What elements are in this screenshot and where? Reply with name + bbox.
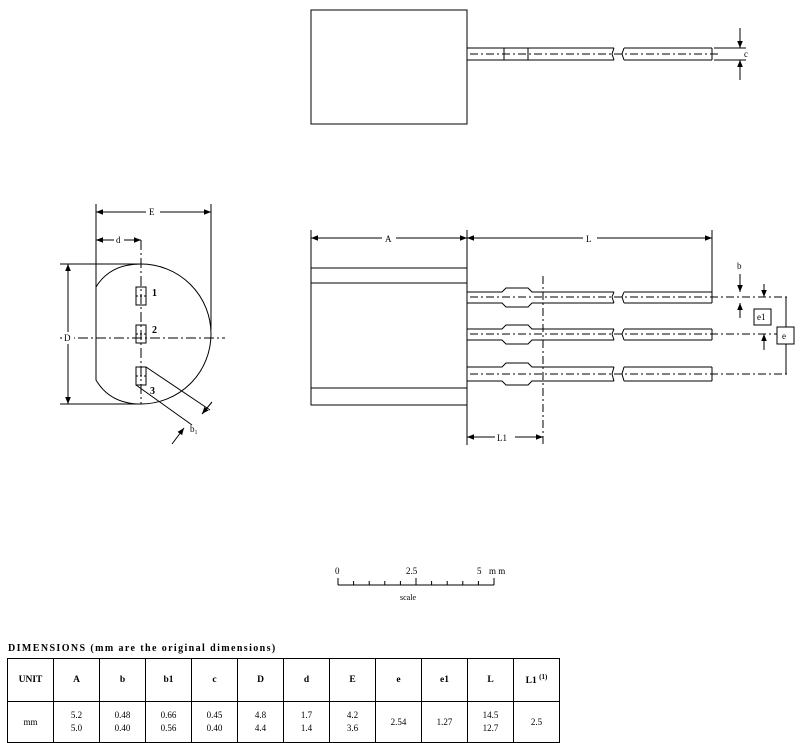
scale-caption: scale	[400, 593, 416, 602]
dimension-c	[714, 28, 746, 80]
label-L: L	[586, 234, 592, 244]
value-max: 2.5	[530, 716, 543, 727]
value-cell: 0.45 0.40	[191, 701, 238, 743]
value-min: 0.40	[114, 723, 131, 733]
value-cell: 2.5	[513, 701, 560, 743]
value-max: 2.54	[390, 716, 407, 727]
value-max: 5.2	[70, 710, 83, 720]
scale-tick-0: 0	[335, 566, 340, 576]
scale-tick-5: 5	[477, 566, 482, 576]
package-outline-drawing: c E d D b₁ 1 2 3	[60, 9, 795, 602]
value-max: 0.48	[114, 710, 131, 720]
label-pin-1: 1	[152, 288, 157, 299]
top-view-body	[310, 9, 468, 125]
header-label: b1	[163, 675, 174, 685]
label-c: c	[744, 49, 748, 59]
value-max: mm	[23, 716, 38, 727]
header-cell: e1	[421, 658, 468, 702]
label-D: D	[64, 333, 71, 343]
header-cell: L	[467, 658, 514, 702]
value-max: 0.45	[206, 710, 223, 720]
lead-1	[467, 287, 790, 308]
header-footnote: (1)	[539, 673, 548, 682]
label-e: e	[782, 331, 786, 341]
value-min: 4.4	[254, 723, 267, 733]
header-label: UNIT	[18, 675, 43, 685]
value-cell: 0.48 0.40	[99, 701, 146, 743]
value-cell: 14.5 12.7	[467, 701, 514, 743]
header-label: L1	[525, 676, 537, 687]
value-min: 3.6	[346, 723, 359, 733]
dimensions-title-sub: (mm are the original dimensions)	[90, 643, 277, 654]
side-view-body	[310, 267, 468, 406]
e1-label-box	[753, 308, 772, 326]
value-max: 14.5	[482, 710, 499, 720]
lead-3	[467, 362, 790, 386]
header-label: A	[73, 675, 80, 685]
header-label: D	[257, 675, 264, 685]
value-cell: 0.66 0.56	[145, 701, 192, 743]
label-L1: L1	[497, 433, 507, 443]
label-pin-2: 2	[152, 325, 157, 336]
value-min: 0.56	[160, 723, 177, 733]
header-cell: c	[191, 658, 238, 702]
header-cell: L1 (1)	[513, 658, 560, 702]
label-d: d	[116, 235, 121, 245]
value-cell: 1.27	[421, 701, 468, 743]
header-cell: b	[99, 658, 146, 702]
label-pin-3: 3	[150, 386, 155, 397]
header-label: E	[349, 675, 356, 685]
label-A: A	[385, 234, 392, 244]
header-label: e1	[440, 675, 449, 685]
value-max: 4.8	[254, 710, 267, 720]
header-cell: D	[237, 658, 284, 702]
header-label: c	[212, 675, 217, 685]
scale-bar	[337, 578, 495, 586]
value-min: 0.40	[206, 723, 223, 733]
header-cell: A	[53, 658, 100, 702]
header-cell: d	[283, 658, 330, 702]
end-view	[60, 204, 225, 445]
scale-unit: m m	[489, 566, 505, 576]
label-E: E	[149, 207, 155, 217]
header-cell: UNIT	[7, 658, 54, 702]
header-label: L	[487, 675, 494, 685]
value-cell: 2.54	[375, 701, 422, 743]
value-max: 1.27	[436, 716, 453, 727]
value-min: 1.4	[300, 723, 313, 733]
scale-tick-2-5: 2.5	[406, 566, 418, 576]
value-max: 4.2	[346, 710, 359, 720]
value-cell: mm	[7, 701, 54, 743]
value-max: 1.7	[300, 710, 313, 720]
header-label: e	[396, 675, 401, 685]
label-b1: b₁	[190, 424, 198, 434]
header-cell: E	[329, 658, 376, 702]
dimensions-title: DIMENSIONS (mm are the original dimensio…	[8, 643, 277, 654]
top-view	[310, 9, 746, 125]
value-min: 5.0	[70, 723, 83, 733]
header-cell: e	[375, 658, 422, 702]
e-label-box	[776, 326, 795, 345]
value-max: 0.66	[160, 710, 177, 720]
side-view	[310, 230, 790, 445]
header-label: b	[119, 675, 126, 685]
label-b: b	[737, 261, 742, 271]
header-label: d	[303, 675, 310, 685]
header-cell: b1	[145, 658, 192, 702]
lead-2	[467, 324, 790, 345]
value-min: 12.7	[482, 723, 499, 733]
label-e1: e1	[757, 312, 766, 322]
top-view-lead	[467, 47, 720, 61]
dimensions-title-main: DIMENSIONS	[8, 643, 87, 654]
